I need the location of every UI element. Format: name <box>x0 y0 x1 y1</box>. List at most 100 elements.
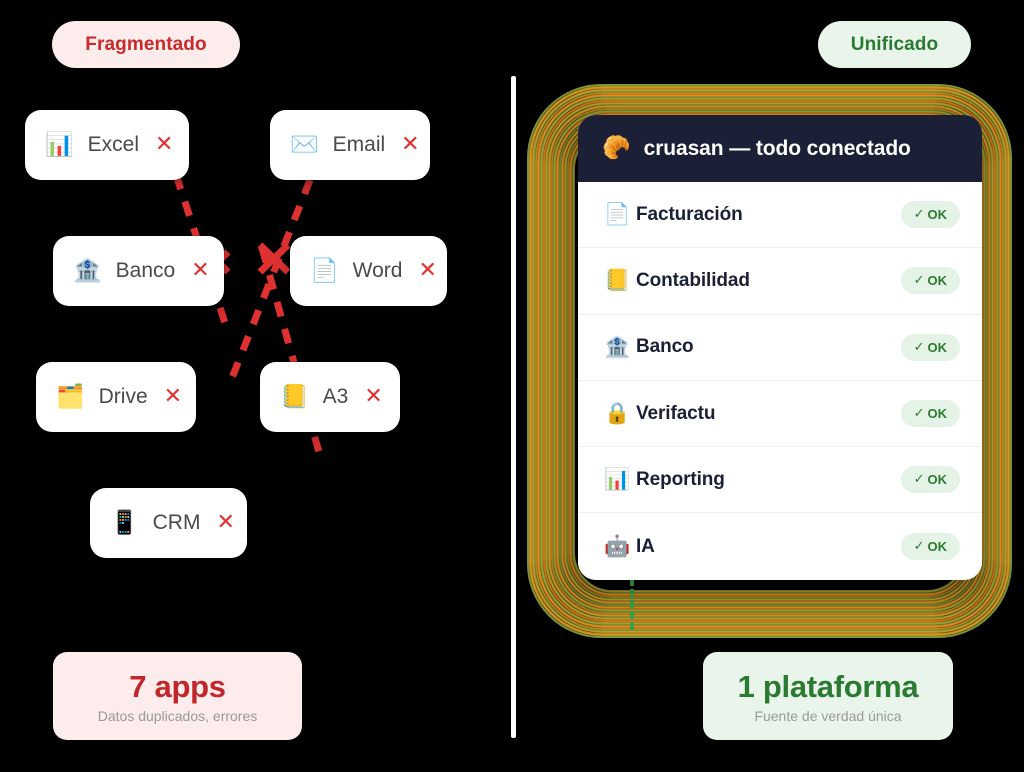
close-icon[interactable]: ✕ <box>216 510 235 535</box>
status-badge-label: OK <box>927 273 948 289</box>
glow-ring <box>527 84 1012 638</box>
glow-ring <box>544 101 995 621</box>
unified-summary-card: 1 plataforma Fuente de verdad única <box>703 652 953 740</box>
glow-ring <box>531 88 1008 634</box>
glow-ring <box>546 103 993 619</box>
glow-ring <box>539 96 1000 626</box>
app-card-banco[interactable]: 🏦 Banco ✕ <box>53 236 224 306</box>
glow-ring <box>536 93 1003 629</box>
glow-ring <box>535 92 1004 630</box>
vertical-divider <box>511 76 516 738</box>
app-card-label: A3 <box>322 385 349 408</box>
glow-ring <box>547 104 992 618</box>
glow-ring <box>554 111 985 611</box>
panel-row-label: Facturación <box>636 203 743 225</box>
bar-chart-icon: 📊 <box>45 131 74 158</box>
panel-row-contabilidad[interactable]: 📒 Contabilidad ✓ OK <box>578 248 982 315</box>
app-card-email[interactable]: ✉️ Email ✕ <box>270 110 430 180</box>
check-icon: ✓ <box>913 273 925 289</box>
panel-title: cruasan — todo conectado <box>643 136 911 160</box>
glow-ring <box>528 85 1011 637</box>
unified-connector-line <box>630 578 634 630</box>
lock-icon: 🔒 <box>604 401 631 426</box>
glow-ring <box>551 108 988 614</box>
panel-row-label: IA <box>636 535 655 557</box>
glow-ring <box>555 112 984 610</box>
app-card-label: Drive <box>98 385 148 408</box>
status-badge: ✓ OK <box>900 333 960 361</box>
panel-row-reporting[interactable]: 📊 Reporting ✓ OK <box>578 447 982 514</box>
fragmented-summary-card: 7 apps Datos duplicados, errores <box>53 652 302 740</box>
close-icon[interactable]: ✕ <box>401 132 420 157</box>
app-card-label: CRM <box>152 511 201 534</box>
panel-row-label: Banco <box>636 336 694 358</box>
check-icon: ✓ <box>913 472 925 488</box>
status-badge: ✓ OK <box>900 466 960 494</box>
status-badge: ✓ OK <box>900 201 960 229</box>
panel-row-label: Reporting <box>636 468 725 490</box>
app-card-label: Word <box>352 259 403 282</box>
panel-row-banco[interactable]: 🏦 Banco ✓ OK <box>578 314 982 381</box>
panel-header: 🥐 cruasan — todo conectado <box>578 115 982 182</box>
notebook-icon: 📒 <box>280 383 309 410</box>
status-badge: ✓ OK <box>900 533 960 561</box>
page-document-icon: 📄 <box>604 202 631 227</box>
bar-chart-icon: 📊 <box>604 467 631 492</box>
croissant-icon: 🥐 <box>602 135 631 161</box>
app-card-label: Banco <box>115 259 176 282</box>
close-icon[interactable]: ✕ <box>163 384 183 409</box>
glow-ring <box>533 90 1006 632</box>
bank-icon: 🏦 <box>604 334 631 359</box>
unified-summary-subtext: Fuente de verdad única <box>754 707 902 724</box>
unified-pill-label: Unificado <box>850 33 939 55</box>
glow-ring <box>552 109 987 613</box>
panel-row-ia[interactable]: 🤖 IA ✓ OK <box>578 513 982 580</box>
unified-pill: Unificado <box>818 21 971 68</box>
robot-icon: 🤖 <box>604 534 631 559</box>
app-card-word[interactable]: 📄 Word ✕ <box>290 236 447 306</box>
status-badge-label: OK <box>927 207 948 223</box>
glow-ring <box>543 100 996 622</box>
status-badge: ✓ OK <box>900 400 960 428</box>
status-badge-label: OK <box>927 406 948 422</box>
app-card-a3[interactable]: 📒 A3 ✕ <box>260 362 400 432</box>
page-document-icon: 📄 <box>310 257 339 284</box>
app-card-drive[interactable]: 🗂️ Drive ✕ <box>36 362 196 432</box>
check-icon: ✓ <box>913 207 925 223</box>
status-badge-label: OK <box>927 472 948 488</box>
glow-ring <box>541 98 998 624</box>
app-card-crm[interactable]: 📱 CRM ✕ <box>90 488 247 558</box>
close-icon[interactable]: ✕ <box>418 258 437 283</box>
fragmented-summary-subtext: Datos duplicados, errores <box>97 707 258 724</box>
close-icon[interactable]: ✕ <box>191 258 210 283</box>
close-icon[interactable]: ✕ <box>364 384 383 409</box>
mobile-phone-icon: 📱 <box>110 509 139 536</box>
panel-row-label: Contabilidad <box>636 269 750 291</box>
check-icon: ✓ <box>913 406 925 422</box>
fragmented-pill: Fragmentado <box>52 21 240 68</box>
app-card-label: Email <box>332 133 386 156</box>
bank-icon: 🏦 <box>73 257 102 284</box>
fragmented-pill-label: Fragmentado <box>85 33 207 55</box>
unified-summary-headline: 1 plataforma <box>737 668 919 704</box>
glow-ring <box>549 106 990 616</box>
panel-row-label: Verifactu <box>636 402 716 424</box>
card-index-dividers-icon: 🗂️ <box>56 383 85 410</box>
status-badge-label: OK <box>927 539 948 555</box>
panel-row-facturacion[interactable]: 📄 Facturación ✓ OK <box>578 182 982 249</box>
app-card-label: Excel <box>87 133 139 156</box>
status-badge: ✓ OK <box>900 267 960 295</box>
envelope-icon: ✉️ <box>290 131 319 158</box>
golden-glow-rings <box>527 84 1012 638</box>
close-icon[interactable]: ✕ <box>155 132 174 157</box>
check-icon: ✓ <box>913 339 925 355</box>
glow-ring <box>538 95 1001 627</box>
status-badge-label: OK <box>927 339 948 355</box>
app-card-excel[interactable]: 📊 Excel ✕ <box>25 110 189 180</box>
check-icon: ✓ <box>913 539 925 555</box>
unified-platform-panel: 🥐 cruasan — todo conectado 📄 Facturación… <box>578 115 982 580</box>
panel-row-verifactu[interactable]: 🔒 Verifactu ✓ OK <box>578 380 982 448</box>
glow-ring <box>530 87 1009 635</box>
notebook-icon: 📒 <box>604 268 631 293</box>
